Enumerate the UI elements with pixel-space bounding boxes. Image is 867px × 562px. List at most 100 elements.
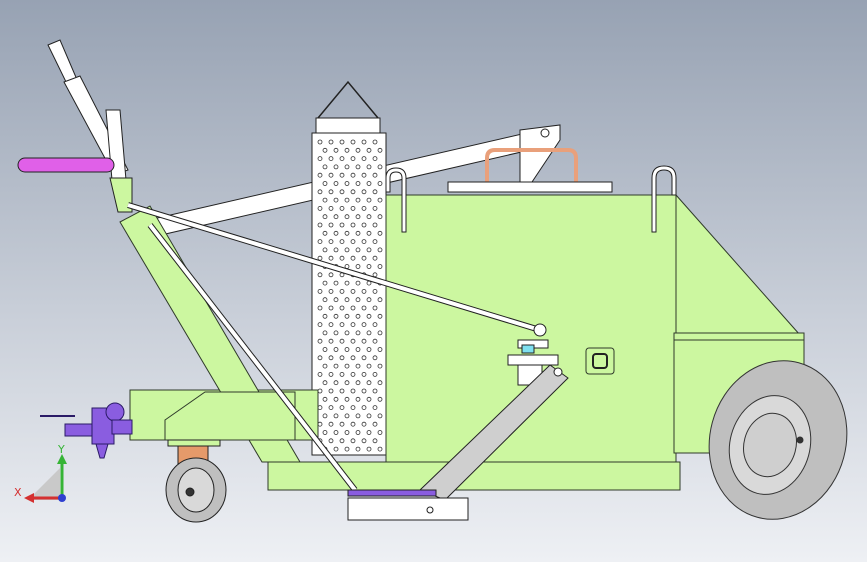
perforation-hole bbox=[317, 322, 323, 328]
x-axis-label: X bbox=[14, 486, 22, 499]
perforation-hole bbox=[377, 430, 383, 435]
perforation-hole bbox=[344, 230, 350, 236]
perforation-hole bbox=[322, 396, 328, 402]
perforation-hole bbox=[339, 172, 345, 178]
perforation-hole bbox=[328, 239, 334, 245]
perforation-hole bbox=[317, 355, 323, 361]
perforation-hole bbox=[366, 363, 372, 369]
perforation-hole bbox=[350, 189, 356, 195]
perforation-hole bbox=[344, 214, 350, 220]
perforation-hole bbox=[344, 363, 350, 369]
spray-valve[interactable] bbox=[40, 402, 133, 459]
perforation-hole bbox=[328, 388, 334, 394]
perforation-hole bbox=[333, 197, 339, 203]
perforation-hole bbox=[333, 363, 339, 369]
handle-grip[interactable] bbox=[17, 157, 115, 173]
perforation-hole bbox=[350, 371, 356, 377]
perforation-hole bbox=[328, 189, 334, 195]
perforation-hole bbox=[377, 380, 383, 386]
perforation-hole bbox=[339, 388, 345, 394]
perforation-hole bbox=[322, 380, 328, 386]
perforation-hole bbox=[350, 322, 356, 328]
perforation-hole bbox=[361, 338, 367, 344]
perforation-hole bbox=[317, 371, 323, 377]
perforation-hole bbox=[366, 313, 372, 319]
perforation-hole bbox=[344, 313, 350, 319]
perforation-hole bbox=[366, 280, 372, 286]
perforation-hole bbox=[355, 363, 361, 369]
perforation-hole bbox=[328, 355, 334, 361]
perforation-hole bbox=[350, 239, 356, 245]
perforation-hole bbox=[372, 239, 378, 245]
perforation-hole bbox=[372, 322, 378, 328]
caster-wheel bbox=[165, 439, 227, 523]
perforation-hole bbox=[355, 347, 361, 352]
perforation-hole bbox=[333, 396, 339, 402]
perforation-hole bbox=[317, 338, 323, 344]
perforation-hole bbox=[372, 255, 378, 261]
perforation-hole bbox=[350, 338, 356, 344]
perforation-hole bbox=[317, 421, 323, 427]
tank-hook-handles bbox=[385, 165, 677, 233]
perforation-hole bbox=[366, 147, 372, 153]
perforation-hole bbox=[328, 338, 334, 344]
perforation-hole bbox=[339, 239, 345, 245]
perforation-hole bbox=[333, 147, 339, 153]
perforation-hole bbox=[339, 438, 345, 444]
perforation-hole bbox=[366, 247, 372, 253]
perforation-hole bbox=[372, 288, 378, 294]
perforation-hole bbox=[339, 156, 345, 162]
perforation-hole bbox=[361, 156, 367, 162]
perforation-hole bbox=[361, 421, 367, 427]
perforation-hole bbox=[355, 264, 361, 269]
perforation-hole bbox=[355, 214, 361, 220]
perforation-hole bbox=[350, 205, 356, 211]
perforation-hole bbox=[350, 305, 356, 311]
perforation-hole bbox=[322, 214, 328, 220]
perforation-hole bbox=[366, 413, 372, 419]
perforation-hole bbox=[366, 347, 372, 352]
perforation-hole bbox=[339, 288, 345, 294]
perforation-hole bbox=[317, 222, 323, 228]
perforation-hole bbox=[366, 181, 372, 186]
perforation-hole bbox=[372, 405, 378, 411]
perforation-hole bbox=[355, 147, 361, 153]
perforation-hole bbox=[339, 189, 345, 195]
perforation-hole bbox=[339, 338, 345, 344]
perforation-hole bbox=[328, 156, 334, 162]
perforation-hole bbox=[322, 280, 328, 286]
perforation-hole bbox=[344, 380, 350, 386]
perforation-hole bbox=[322, 363, 328, 369]
perforation-hole bbox=[344, 330, 350, 336]
perforation-hole bbox=[333, 330, 339, 336]
perforation-hole bbox=[372, 189, 378, 195]
perforation-hole bbox=[377, 413, 383, 419]
perforation-hole bbox=[366, 164, 372, 170]
perforation-hole bbox=[355, 297, 361, 303]
perforation-hole bbox=[361, 438, 367, 444]
perforation-hole bbox=[339, 222, 345, 228]
perforation-hole bbox=[355, 181, 361, 186]
paint-tank bbox=[385, 193, 805, 476]
filter-basket bbox=[311, 80, 387, 456]
axis-triad: Y X bbox=[14, 443, 67, 503]
perforation-hole bbox=[377, 297, 383, 303]
perforation-hole bbox=[317, 272, 323, 278]
perforation-hole bbox=[333, 230, 339, 236]
perforation-hole bbox=[328, 272, 334, 278]
perforation-hole bbox=[361, 172, 367, 178]
perforation-hole bbox=[372, 139, 378, 145]
perforation-hole bbox=[372, 305, 378, 311]
perforation-hole bbox=[350, 405, 356, 411]
perforation-hole bbox=[339, 405, 345, 411]
perforation-hole bbox=[344, 446, 350, 452]
perforation-hole bbox=[339, 355, 345, 361]
perforation-hole bbox=[333, 164, 339, 170]
perforation-hole bbox=[333, 446, 339, 452]
perforation-hole bbox=[344, 197, 350, 203]
perforation-hole bbox=[372, 421, 378, 427]
perforation-hole bbox=[377, 164, 383, 170]
perforation-hole bbox=[361, 322, 367, 328]
perforation-hole bbox=[366, 197, 372, 203]
